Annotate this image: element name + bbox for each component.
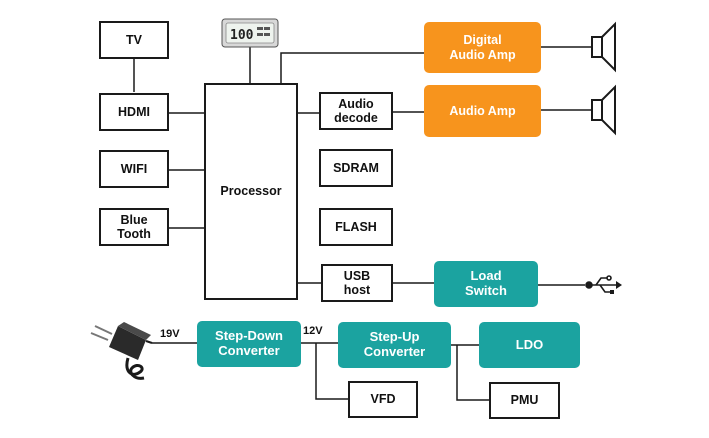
power-adapter-icon [90,322,153,380]
pmu-block: PMU [489,382,560,419]
usb-icon [585,275,622,294]
audio-amp-block: Audio Amp [424,85,541,137]
connector-12v-vfd [315,343,348,400]
ldo-block: LDO [479,322,580,368]
audio-decode-block: Audio decode [319,92,393,130]
load-switch-block: Load Switch [434,261,538,307]
step-down-converter-block: Step-Down Converter [197,321,301,367]
speaker-icon [591,21,616,73]
sdram-block: SDRAM [319,149,393,187]
bluetooth-block: Blue Tooth [99,208,169,246]
vfd-display-icon: 100 [221,18,279,48]
vfd-block: VFD [348,381,418,418]
connector-processor-digital-amp [280,52,424,84]
processor-block: Processor [204,83,298,300]
voltage-label-19v: 19V [160,328,180,340]
tv-block: TV [99,21,169,59]
hdmi-block: HDMI [99,93,169,131]
digital-audio-amp-block: Digital Audio Amp [424,22,541,73]
svg-text:100: 100 [230,28,254,43]
step-up-converter-block: Step-Up Converter [338,322,451,368]
speaker-icon [591,84,616,136]
flash-block: FLASH [319,208,393,246]
voltage-label-12v: 12V [303,325,323,337]
usb-host-block: USB host [321,264,393,302]
connector-step-up-pmu [456,345,489,401]
wifi-block: WIFI [99,150,169,188]
